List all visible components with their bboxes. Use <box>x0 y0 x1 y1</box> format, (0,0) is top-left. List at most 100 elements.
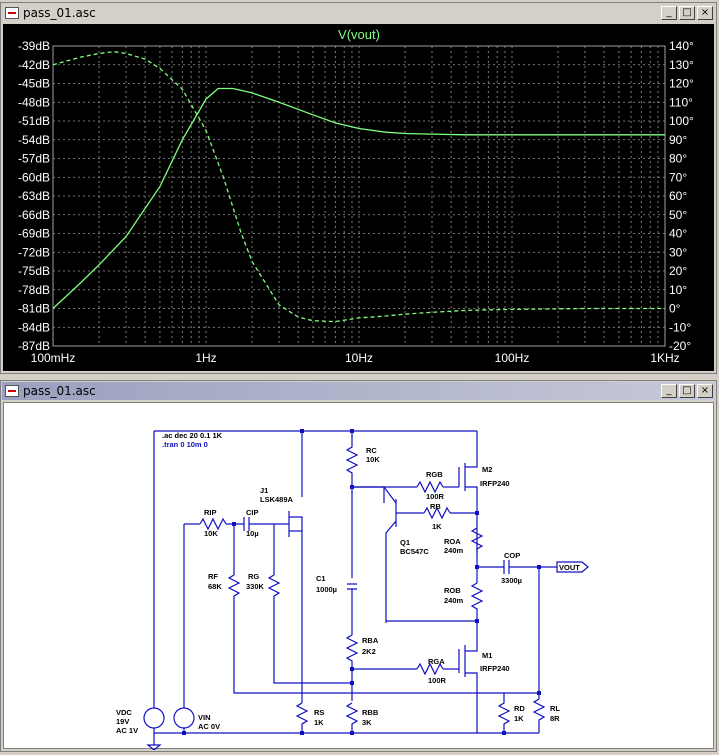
m1-value[interactable]: IRFP240 <box>480 664 510 673</box>
waveform-window-icon <box>5 7 19 19</box>
y-right-tick-label: 110° <box>669 95 693 109</box>
rob-name[interactable]: ROB <box>444 586 461 595</box>
m2-value[interactable]: IRFP240 <box>480 479 510 488</box>
vdc-ac[interactable]: AC 1V <box>116 726 138 735</box>
rb-name[interactable]: RB <box>430 502 441 511</box>
rg-name[interactable]: RG <box>248 572 259 581</box>
plot-window-title: pass_01.asc <box>23 6 96 20</box>
phase-trace[interactable] <box>52 50 665 323</box>
m1-name[interactable]: M1 <box>482 651 492 660</box>
y-right-tick-label: 80° <box>669 152 687 166</box>
rg-value[interactable]: 330K <box>246 582 265 591</box>
y-left-tick-label: -45dB <box>18 77 50 91</box>
y-right-tick-label: 130° <box>669 58 694 72</box>
rgb-value[interactable]: 100R <box>426 492 445 501</box>
y-left-tick-label: -72dB <box>18 245 50 259</box>
rs-value[interactable]: 1K <box>314 718 324 727</box>
c1-name[interactable]: C1 <box>316 574 326 583</box>
cop-value[interactable]: 3300µ <box>501 576 522 585</box>
rc-name[interactable]: RC <box>366 446 377 455</box>
j1-value[interactable]: LSK489A <box>260 495 294 504</box>
roa-name[interactable]: ROA <box>444 537 461 546</box>
y-left-tick-label: -42dB <box>18 58 50 72</box>
schematic-window-titlebar[interactable]: pass_01.asc _ □ × <box>2 382 715 400</box>
x-tick-label: 100Hz <box>495 351 530 365</box>
magnitude-trace[interactable] <box>52 87 665 309</box>
trace-label[interactable]: V(vout) <box>338 27 380 42</box>
y-right-tick-label: 120° <box>669 77 694 91</box>
component-labels: .ac dec 20 0.1 1K .tran 0 10m 0 RC 10K R… <box>116 431 580 735</box>
y-right-tick-label: 90° <box>669 133 687 147</box>
vin-value[interactable]: AC 0V <box>198 722 220 731</box>
minimize-button[interactable]: _ <box>661 6 677 20</box>
rc-value[interactable]: 10K <box>366 455 380 464</box>
rba-name[interactable]: RBA <box>362 636 379 645</box>
roa-value[interactable]: 240m <box>444 546 464 555</box>
vout-net-label[interactable]: VOUT <box>559 563 580 572</box>
ac-directive[interactable]: .ac dec 20 0.1 1K <box>162 431 223 440</box>
q1-value[interactable]: BC547C <box>400 547 429 556</box>
x-tick-label: 1KHz <box>650 351 679 365</box>
minimize-button[interactable]: _ <box>661 384 677 398</box>
rl-value[interactable]: 8R <box>550 714 560 723</box>
wires <box>143 430 589 751</box>
y-left-tick-label: -87dB <box>18 339 50 353</box>
rga-value[interactable]: 100R <box>428 676 447 685</box>
x-tick-label: 1Hz <box>195 351 216 365</box>
c1-value[interactable]: 1000µ <box>316 585 337 594</box>
rip-value[interactable]: 10K <box>204 529 218 538</box>
rl-name[interactable]: RL <box>550 704 560 713</box>
bode-plot[interactable]: V(vout) -39dB-42dB-45dB-48dB-51dB-54dB-5… <box>3 24 716 373</box>
rf-value[interactable]: 68K <box>208 582 222 591</box>
y-left-tick-label: -54dB <box>18 133 50 147</box>
y-left-tick-label: -81dB <box>18 302 50 316</box>
junction-dots <box>182 429 541 735</box>
y-left-tick-label: -51dB <box>18 114 50 128</box>
x-tick-label: 10Hz <box>345 351 373 365</box>
circuit-schematic[interactable]: .ac dec 20 0.1 1K .tran 0 10m 0 RC 10K R… <box>4 403 715 751</box>
restore-button[interactable]: □ <box>679 384 695 398</box>
y-right-tick-label: 140° <box>669 39 694 53</box>
close-button[interactable]: × <box>697 6 713 20</box>
schematic-window-icon <box>5 385 19 397</box>
y-left-tick-label: -60dB <box>18 170 50 184</box>
rbb-value[interactable]: 3K <box>362 718 372 727</box>
rbb-name[interactable]: RBB <box>362 708 379 717</box>
rip-name[interactable]: RIP <box>204 508 217 517</box>
cip-name[interactable]: CIP <box>246 508 259 517</box>
rf-name[interactable]: RF <box>208 572 218 581</box>
rgb-name[interactable]: RGB <box>426 470 443 479</box>
y-right-tick-label: 40° <box>669 227 687 241</box>
y-left-tick-label: -48dB <box>18 95 50 109</box>
rd-value[interactable]: 1K <box>514 714 524 723</box>
cip-value[interactable]: 10µ <box>246 529 259 538</box>
close-button[interactable]: × <box>697 384 713 398</box>
rob-value[interactable]: 240m <box>444 596 464 605</box>
y-right-tick-label: 50° <box>669 208 687 222</box>
rb-value[interactable]: 1K <box>432 522 442 531</box>
y-right-tick-label: 0° <box>669 302 681 316</box>
y-left-tick-label: -69dB <box>18 227 50 241</box>
rga-name[interactable]: RGA <box>428 657 445 666</box>
vdc-value[interactable]: 19V <box>116 717 129 726</box>
cop-name[interactable]: COP <box>504 551 520 560</box>
q1-name[interactable]: Q1 <box>400 538 410 547</box>
tran-directive[interactable]: .tran 0 10m 0 <box>162 440 208 449</box>
y-left-tick-label: -78dB <box>18 283 50 297</box>
j1-name[interactable]: J1 <box>260 486 268 495</box>
vdc-name[interactable]: VDC <box>116 708 132 717</box>
m2-name[interactable]: M2 <box>482 465 492 474</box>
rba-value[interactable]: 2K2 <box>362 647 376 656</box>
y-left-tick-label: -66dB <box>18 208 50 222</box>
waveform-plot-area[interactable]: V(vout) -39dB-42dB-45dB-48dB-51dB-54dB-5… <box>3 24 714 371</box>
schematic-window-title: pass_01.asc <box>23 384 96 398</box>
y-left-tick-label: -63dB <box>18 189 50 203</box>
restore-button[interactable]: □ <box>679 6 695 20</box>
rs-name[interactable]: RS <box>314 708 324 717</box>
y-left-tick-label: -39dB <box>18 39 50 53</box>
schematic-canvas[interactable]: .ac dec 20 0.1 1K .tran 0 10m 0 RC 10K R… <box>3 402 715 751</box>
plot-window-titlebar[interactable]: pass_01.asc _ □ × <box>2 4 715 22</box>
plot-window: pass_01.asc _ □ × V(vout) -39dB -42dB -45d… <box>0 2 717 374</box>
vin-name[interactable]: VIN <box>198 713 211 722</box>
rd-name[interactable]: RD <box>514 704 525 713</box>
